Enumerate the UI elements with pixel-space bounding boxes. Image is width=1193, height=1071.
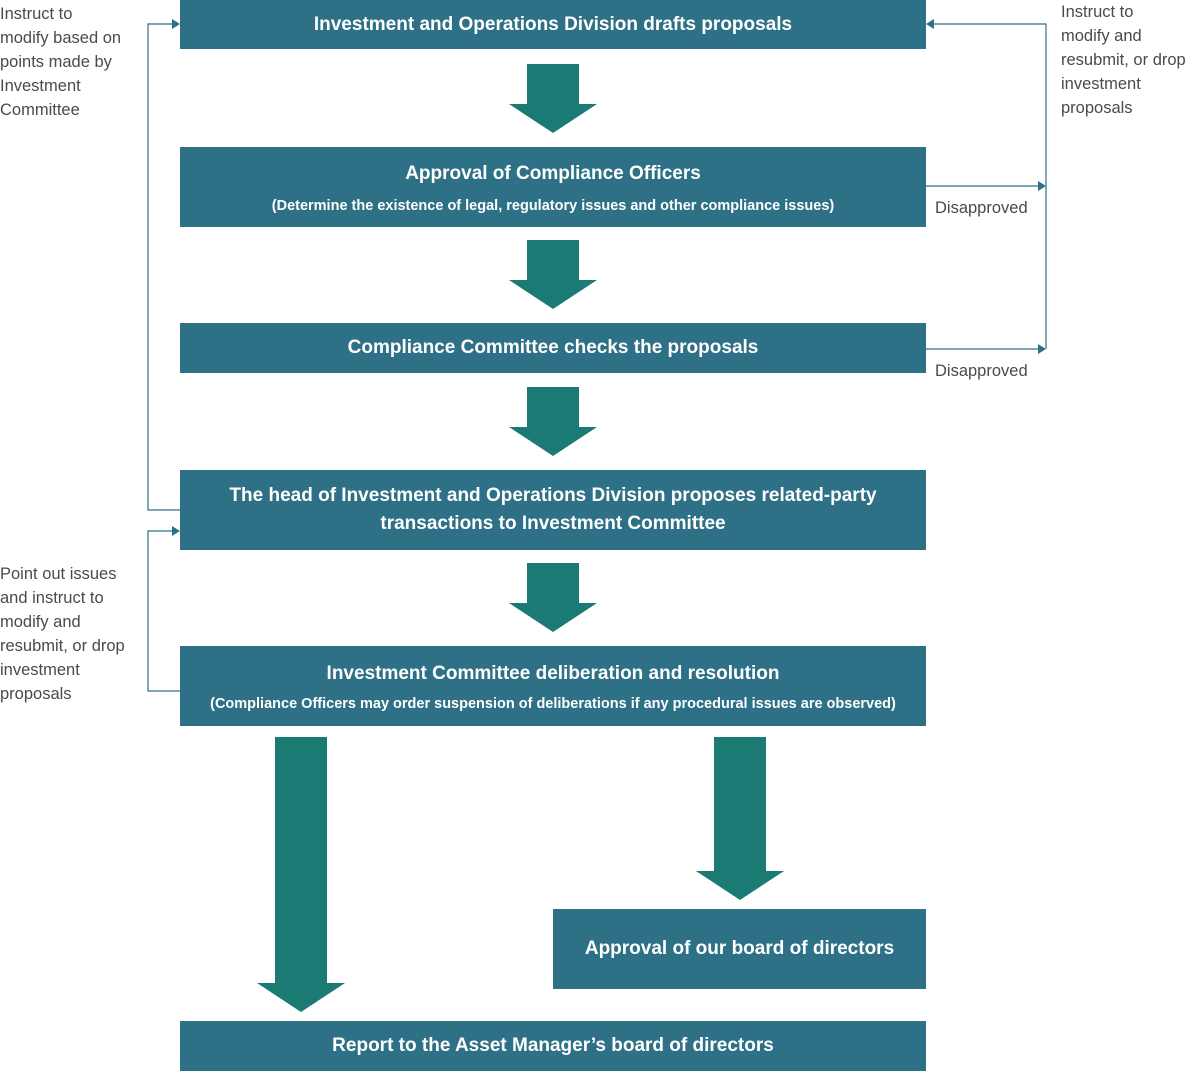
note-left-bottom: Point out issues and instruct to modify … bbox=[0, 562, 140, 706]
step-compliance-officers-subtitle: (Determine the existence of legal, regul… bbox=[271, 198, 835, 214]
note-right-top-line: modify and bbox=[1061, 27, 1142, 45]
note-left-top-line: Instruct to bbox=[0, 5, 73, 23]
arrowhead-disapproved-1 bbox=[1038, 181, 1046, 191]
down-arrow-right bbox=[696, 737, 784, 900]
note-left-bottom-line: resubmit, or drop bbox=[0, 637, 125, 655]
down-arrow-3 bbox=[509, 387, 597, 456]
arrowhead-disapproved-2 bbox=[1038, 344, 1046, 354]
note-right-top-line: proposals bbox=[1061, 99, 1133, 117]
note-left-bottom-line: proposals bbox=[0, 685, 72, 703]
step-investment-committee: Investment Committee deliberation and re… bbox=[180, 646, 926, 726]
feedback-line-left-top bbox=[147, 23, 180, 511]
down-arrow-2 bbox=[509, 240, 597, 309]
note-left-bottom-line: Point out issues bbox=[0, 565, 117, 583]
note-left-bottom-line: modify and bbox=[0, 613, 81, 631]
step-compliance-officers-title: Approval of Compliance Officers bbox=[405, 163, 701, 184]
step-drafts-proposals: Investment and Operations Division draft… bbox=[180, 0, 926, 49]
step-compliance-committee-title: Compliance Committee checks the proposal… bbox=[347, 337, 759, 358]
feedback-line-right-vertical bbox=[932, 23, 1047, 349]
step-board-approval-title: Approval of our board of directors bbox=[584, 938, 895, 959]
arrowhead-left-top bbox=[172, 19, 180, 29]
note-left-top-line: points made by bbox=[0, 53, 112, 71]
note-right-top-line: investment bbox=[1061, 75, 1141, 93]
note-right-top: Instruct to modify and resubmit, or drop… bbox=[1061, 0, 1193, 120]
step-compliance-officers: Approval of Compliance Officers (Determi… bbox=[180, 147, 926, 227]
step-investment-committee-subtitle: (Compliance Officers may order suspensio… bbox=[210, 696, 896, 712]
step-report-title: Report to the Asset Manager’s board of d… bbox=[332, 1035, 774, 1056]
note-left-top: Instruct to modify based on points made … bbox=[0, 2, 140, 122]
feedback-line-left-bottom bbox=[147, 530, 180, 692]
step-head-proposes-line2: transactions to Investment Committee bbox=[380, 513, 726, 534]
step-investment-committee-title: Investment Committee deliberation and re… bbox=[326, 663, 780, 684]
arrowhead-left-bottom bbox=[172, 526, 180, 536]
label-disapproved-2: Disapproved bbox=[935, 362, 1028, 380]
down-arrow-left-long bbox=[257, 737, 345, 1012]
label-disapproved-1: Disapproved bbox=[935, 199, 1028, 217]
note-left-bottom-line: and instruct to bbox=[0, 589, 104, 607]
step-board-approval: Approval of our board of directors bbox=[553, 909, 926, 989]
step-head-proposes: The head of Investment and Operations Di… bbox=[180, 470, 926, 550]
step-drafts-title: Investment and Operations Division draft… bbox=[313, 13, 793, 35]
note-right-top-line: Instruct to bbox=[1061, 3, 1134, 21]
step-compliance-committee: Compliance Committee checks the proposal… bbox=[180, 323, 926, 373]
note-left-top-line: Committee bbox=[0, 101, 80, 119]
step-head-proposes-line1: The head of Investment and Operations Di… bbox=[229, 485, 877, 506]
note-left-top-line: Investment bbox=[0, 77, 81, 95]
step-report: Report to the Asset Manager’s board of d… bbox=[180, 1021, 926, 1071]
note-left-top-line: modify based on bbox=[0, 29, 122, 47]
note-left-bottom-line: investment bbox=[0, 661, 80, 679]
down-arrow-1 bbox=[509, 64, 597, 133]
down-arrow-4 bbox=[509, 563, 597, 632]
note-right-top-line: resubmit, or drop bbox=[1061, 51, 1186, 69]
arrowhead-right-top bbox=[926, 19, 934, 29]
